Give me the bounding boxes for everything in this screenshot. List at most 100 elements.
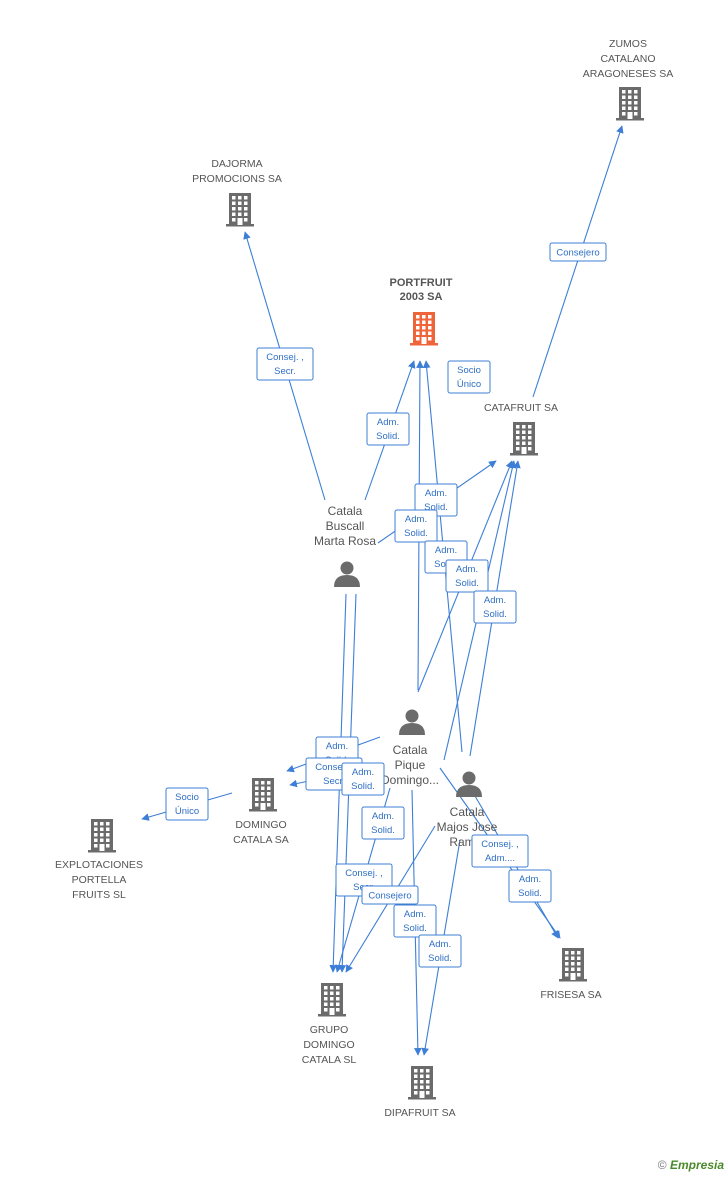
person-icon bbox=[334, 561, 360, 587]
node-label: Marta Rosa bbox=[314, 534, 376, 548]
relation-text: Consejero bbox=[368, 891, 411, 902]
node-domingo[interactable]: DOMINGO CATALA SA bbox=[233, 778, 289, 846]
relation-text: Consej. , bbox=[345, 868, 383, 879]
relation-text: Adm.... bbox=[485, 853, 515, 864]
person-icon bbox=[456, 771, 482, 797]
building-icon bbox=[410, 312, 438, 346]
person-icon bbox=[399, 709, 425, 735]
node-dipafruit[interactable]: DIPAFRUIT SA bbox=[384, 1066, 456, 1119]
relation-text: Solid. bbox=[371, 825, 395, 836]
relation-label[interactable]: Consej. , Adm.... bbox=[471, 834, 529, 868]
edges-layer bbox=[141, 125, 624, 1056]
node-grupo[interactable]: GRUPO DOMINGO CATALA SL bbox=[302, 983, 357, 1066]
relation-text: Adm. bbox=[519, 874, 541, 885]
node-label: DAJORMA bbox=[211, 158, 262, 170]
node-frisesa[interactable]: FRISESA SA bbox=[540, 948, 602, 1001]
relation-text: Solid. bbox=[428, 953, 452, 964]
node-label: DIPAFRUIT SA bbox=[384, 1107, 455, 1119]
building-icon bbox=[510, 422, 538, 456]
relation-text: Socio bbox=[457, 365, 481, 376]
node-label: Buscall bbox=[326, 519, 365, 533]
relation-label[interactable]: Adm. Solid. bbox=[361, 806, 405, 840]
brand-logo[interactable]: Empresia bbox=[669, 1158, 724, 1172]
node-label: FRUITS SL bbox=[72, 889, 126, 901]
relation-text: Único bbox=[457, 379, 481, 390]
node-label: CATALA SL bbox=[302, 1054, 357, 1066]
node-label: DOMINGO bbox=[235, 819, 286, 831]
node-label: 2003 SA bbox=[400, 291, 443, 303]
relation-text: Secr. bbox=[323, 776, 345, 787]
relation-text: Adm. bbox=[484, 595, 506, 606]
relation-text: Consejero bbox=[556, 248, 599, 259]
relation-text: Solid. bbox=[518, 888, 542, 899]
relation-label[interactable]: Adm. Solid. bbox=[445, 559, 489, 593]
relation-text: Consej. , bbox=[481, 839, 519, 850]
node-label: FRISESA SA bbox=[540, 989, 601, 1001]
node-pique[interactable]: CatalaPiqueDomingo... bbox=[381, 709, 439, 788]
relation-text: Adm. bbox=[352, 767, 374, 778]
copyright-icon: © bbox=[657, 1158, 667, 1172]
node-label: Domingo... bbox=[381, 773, 439, 787]
node-label: CATALA SA bbox=[233, 834, 289, 846]
node-label: PROMOCIONS SA bbox=[192, 173, 282, 185]
building-icon bbox=[616, 87, 644, 121]
nodes-layer: PORTFRUIT 2003 SA ZUMOS CATALANO ARAGONESES … bbox=[55, 38, 673, 1119]
building-icon bbox=[408, 1066, 436, 1100]
relation-text: Consej. , bbox=[266, 352, 304, 363]
node-label: Majos Jose bbox=[437, 820, 498, 834]
relation-text: Adm. bbox=[404, 909, 426, 920]
relation-text: Solid. bbox=[483, 609, 507, 620]
relation-text: Adm. bbox=[372, 811, 394, 822]
relation-text: Consej. , bbox=[315, 762, 353, 773]
node-zumos[interactable]: ZUMOS CATALANO ARAGONESES SA bbox=[583, 38, 673, 121]
node-label: GRUPO bbox=[310, 1024, 349, 1036]
node-label: PORTFRUIT bbox=[390, 277, 453, 289]
building-icon bbox=[88, 819, 116, 853]
node-dajorma[interactable]: DAJORMA PROMOCIONS SA bbox=[192, 158, 282, 227]
relation-label[interactable]: Adm. Solid. bbox=[394, 509, 438, 543]
node-label: EXPLOTACIONES bbox=[55, 859, 143, 871]
relation-label[interactable]: Adm. Solid. bbox=[418, 934, 462, 968]
relation-text: Adm. bbox=[456, 564, 478, 575]
relation-text: Solid. bbox=[424, 502, 448, 513]
node-label: CATALANO bbox=[600, 53, 655, 65]
relation-label[interactable]: Adm. Solid. bbox=[508, 869, 552, 903]
relation-text: Solid. bbox=[455, 578, 479, 589]
relation-label[interactable]: Consejero bbox=[549, 242, 607, 262]
relation-label[interactable]: Consejero bbox=[361, 885, 419, 905]
relation-text: Secr. bbox=[274, 366, 296, 377]
relation-text: Solid. bbox=[404, 528, 428, 539]
relation-text: Solid. bbox=[351, 781, 375, 792]
building-icon bbox=[226, 193, 254, 227]
node-label: DOMINGO bbox=[303, 1039, 354, 1051]
relation-text: Único bbox=[175, 806, 199, 817]
node-catafruit[interactable]: CATAFRUIT SA bbox=[484, 402, 558, 456]
building-icon bbox=[559, 948, 587, 982]
relation-text: Adm. bbox=[425, 488, 447, 499]
node-label: CATAFRUIT SA bbox=[484, 402, 558, 414]
relation-label[interactable]: Adm. Solid. bbox=[341, 762, 385, 796]
building-icon bbox=[318, 983, 346, 1017]
relation-text: Solid. bbox=[376, 431, 400, 442]
node-label: Pique bbox=[395, 758, 426, 772]
relation-label[interactable]: Adm. Solid. bbox=[473, 590, 517, 624]
node-portfruit[interactable]: PORTFRUIT 2003 SA bbox=[390, 277, 453, 346]
relation-text: Socio bbox=[175, 792, 199, 803]
relation-text: Adm. bbox=[377, 417, 399, 428]
relation-label[interactable]: Adm. Solid. bbox=[366, 412, 410, 446]
relation-label[interactable]: Consej. , Secr. bbox=[256, 347, 314, 381]
node-label: Catala bbox=[328, 504, 363, 518]
relation-text: Adm. bbox=[429, 939, 451, 950]
node-label: ZUMOS bbox=[609, 38, 647, 50]
relation-text: Adm. bbox=[405, 514, 427, 525]
footer-credit: © Empresia bbox=[658, 1158, 724, 1172]
relation-text: Solid. bbox=[403, 923, 427, 934]
node-label: ARAGONESES SA bbox=[583, 68, 673, 80]
relation-label[interactable]: Adm. Solid. bbox=[393, 904, 437, 938]
